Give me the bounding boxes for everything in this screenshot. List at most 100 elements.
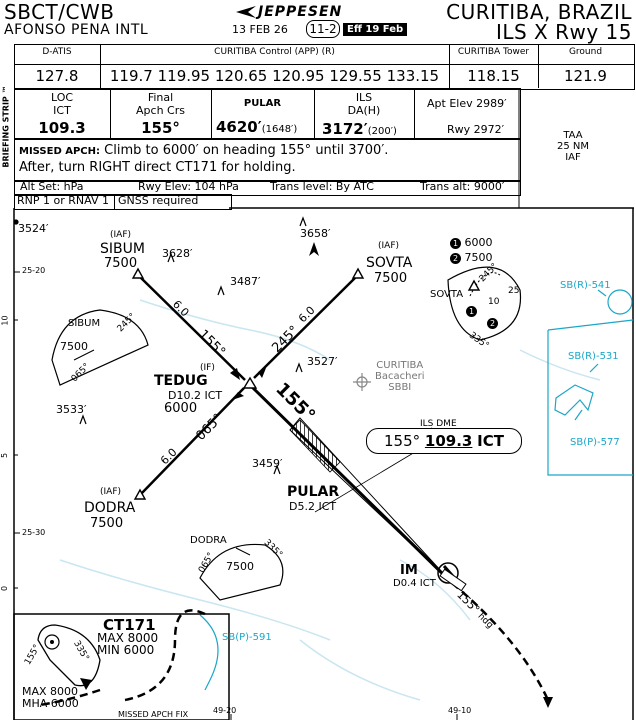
waypoints — [131, 267, 481, 500]
north-arrow-icon — [309, 242, 319, 256]
scale-5: 5 — [0, 452, 10, 459]
missed-approach-text: MISSED APCH: Climb to 6000′ on heading 1… — [19, 143, 389, 158]
procedure-name: ILS X Rwy 15 — [495, 20, 632, 44]
loc-label: LOC — [50, 91, 74, 104]
dodra-tedug-leg — [139, 387, 245, 496]
ct171-holding — [37, 624, 101, 687]
airport-elevation: Apt Elev 2989′ — [427, 97, 507, 110]
airspace-boundaries — [199, 289, 634, 691]
rnp-requirement: RNP 1 or RNAV 1 — [17, 194, 109, 207]
rwy-elev-hpa: Rwy Elev: 104 hPa — [138, 180, 239, 193]
lat-25-20: 25-20 — [22, 266, 46, 275]
missed-approach-text2: After, turn RIGHT direct CT171 for holdi… — [19, 160, 296, 175]
sovta-hold-name: SOVTA — [430, 289, 464, 300]
sovta-waypoint-icon — [351, 267, 365, 279]
sovta-small-waypoint-icon — [467, 279, 481, 291]
dodra-hold-alt: 7500 — [226, 560, 254, 573]
loc-freq[interactable]: 109.3 — [38, 119, 86, 137]
sibum-tedug-leg — [137, 274, 246, 381]
briefing-strip — [14, 88, 521, 140]
sibum-waypoint-icon — [131, 267, 145, 279]
route-arrows — [230, 368, 266, 400]
tedug-if-tag: (IF) — [200, 363, 215, 373]
ils-da-label: DA(H) — [347, 104, 381, 117]
ils-label: ILS — [355, 91, 373, 104]
dodra-name[interactable]: DODRA — [84, 500, 136, 516]
ground-label: Ground — [568, 47, 603, 57]
approach-label: CURITIBA Control (APP) (R) — [214, 47, 335, 57]
datis-freq[interactable]: 127.8 — [35, 67, 79, 85]
ils-decision-altitude: 3172′(200′) — [322, 120, 397, 138]
trans-level: Trans level: By ATC — [270, 180, 374, 193]
pular-fix-altitude: 4620′(1648′) — [216, 118, 298, 136]
airspace-sbp-591: SB(P)-591 — [222, 632, 272, 643]
ct171-name[interactable]: CT171 — [103, 616, 156, 634]
tower-freq[interactable]: 118.15 — [467, 67, 520, 85]
altimeter-row — [14, 180, 521, 196]
pular-name[interactable]: PULAR — [287, 484, 340, 500]
sovta-legend: 1 6000 2 7500 — [450, 235, 493, 265]
tedug-name[interactable]: TEDUG — [154, 373, 208, 389]
scale-0: 0 — [0, 585, 10, 592]
dodra-holding — [199, 543, 284, 601]
tedug-dist: D10.2 ICT — [168, 389, 223, 402]
final-course: 155° — [141, 119, 180, 137]
obstacle-3487: 3487′ — [230, 275, 261, 288]
rnp-row — [14, 194, 232, 210]
pular-fix-name: PULAR — [243, 98, 282, 109]
pular-dist: D5.2 ICT — [289, 500, 337, 513]
chart-page-number: 11-2 — [306, 20, 340, 38]
chart-date: 13 FEB 26 — [232, 23, 288, 36]
sovta-sector-2: 2 — [487, 318, 498, 329]
bacacheri-label: CURITIBA Bacacheri SBBI — [375, 360, 425, 393]
sibum-hold-alt: 7500 — [60, 340, 88, 353]
ct171-holding-box — [13, 613, 230, 720]
obstacle-3459: 3459′ — [252, 457, 283, 470]
obstacle-3527: 3527′ — [307, 355, 338, 368]
routes — [137, 274, 454, 585]
dodra-waypoint-icon — [133, 488, 147, 500]
sovta-sector-1: 1 — [466, 306, 477, 317]
sibum-hold-name: SIBUM — [68, 318, 101, 329]
sbr-541-area — [607, 289, 633, 315]
approach-freqs[interactable]: 119.7 119.95 120.65 120.95 129.55 133.15 — [109, 67, 440, 85]
alt-set: Alt Set: hPa — [20, 180, 84, 193]
obstacle-3533: 3533′ — [56, 403, 87, 416]
datis-label: D-ATIS — [42, 47, 72, 57]
sbp-591-area — [199, 614, 219, 691]
sovta-tedug-leg — [253, 274, 359, 379]
im-name: IM — [400, 563, 418, 578]
lon-49-20: 49-20 — [213, 706, 237, 715]
sovta-name[interactable]: SOVTA — [366, 255, 413, 271]
loc-ident: ICT — [53, 104, 71, 117]
bacacheri-airport-icon — [353, 373, 371, 391]
gnss-requirement: GNSS required — [118, 194, 199, 207]
sibum-iaf-tag: (IAF) — [110, 230, 132, 240]
airport-ident: SBCT/CWB — [4, 0, 115, 24]
im-dist: D0.4 ICT — [393, 578, 436, 589]
comms-strip — [14, 44, 635, 90]
dodra-hold-name: DODRA — [190, 535, 227, 546]
ct171-min: MIN 6000 — [97, 643, 155, 657]
runway-im — [437, 562, 467, 592]
obstacle-3628: 3628′ — [162, 247, 193, 260]
localizer-feather — [289, 417, 446, 577]
missed-approach-path — [39, 582, 550, 707]
city-name: CURITIBA, BRAZIL — [446, 0, 632, 24]
sovta-dist1: 10 — [488, 297, 500, 307]
final-label2: Apch Crs — [136, 104, 185, 117]
ground-freq[interactable]: 121.9 — [564, 67, 607, 85]
scale-10: 10 — [0, 315, 10, 326]
sibum-name[interactable]: SIBUM — [100, 241, 145, 257]
dodra-iaf-tag: (IAF) — [100, 487, 122, 497]
trans-alt: Trans alt: 9000′ — [420, 180, 505, 193]
sbp-577-area — [554, 384, 594, 416]
lat-25-30: 25-30 — [22, 528, 46, 537]
ils-dme-label: ILS DME — [420, 419, 457, 429]
ct171-max2: MAX 8000 — [22, 685, 79, 698]
ils-callout-line — [314, 451, 416, 513]
sibum-holding — [51, 309, 149, 386]
sovta-holding — [447, 266, 522, 341]
